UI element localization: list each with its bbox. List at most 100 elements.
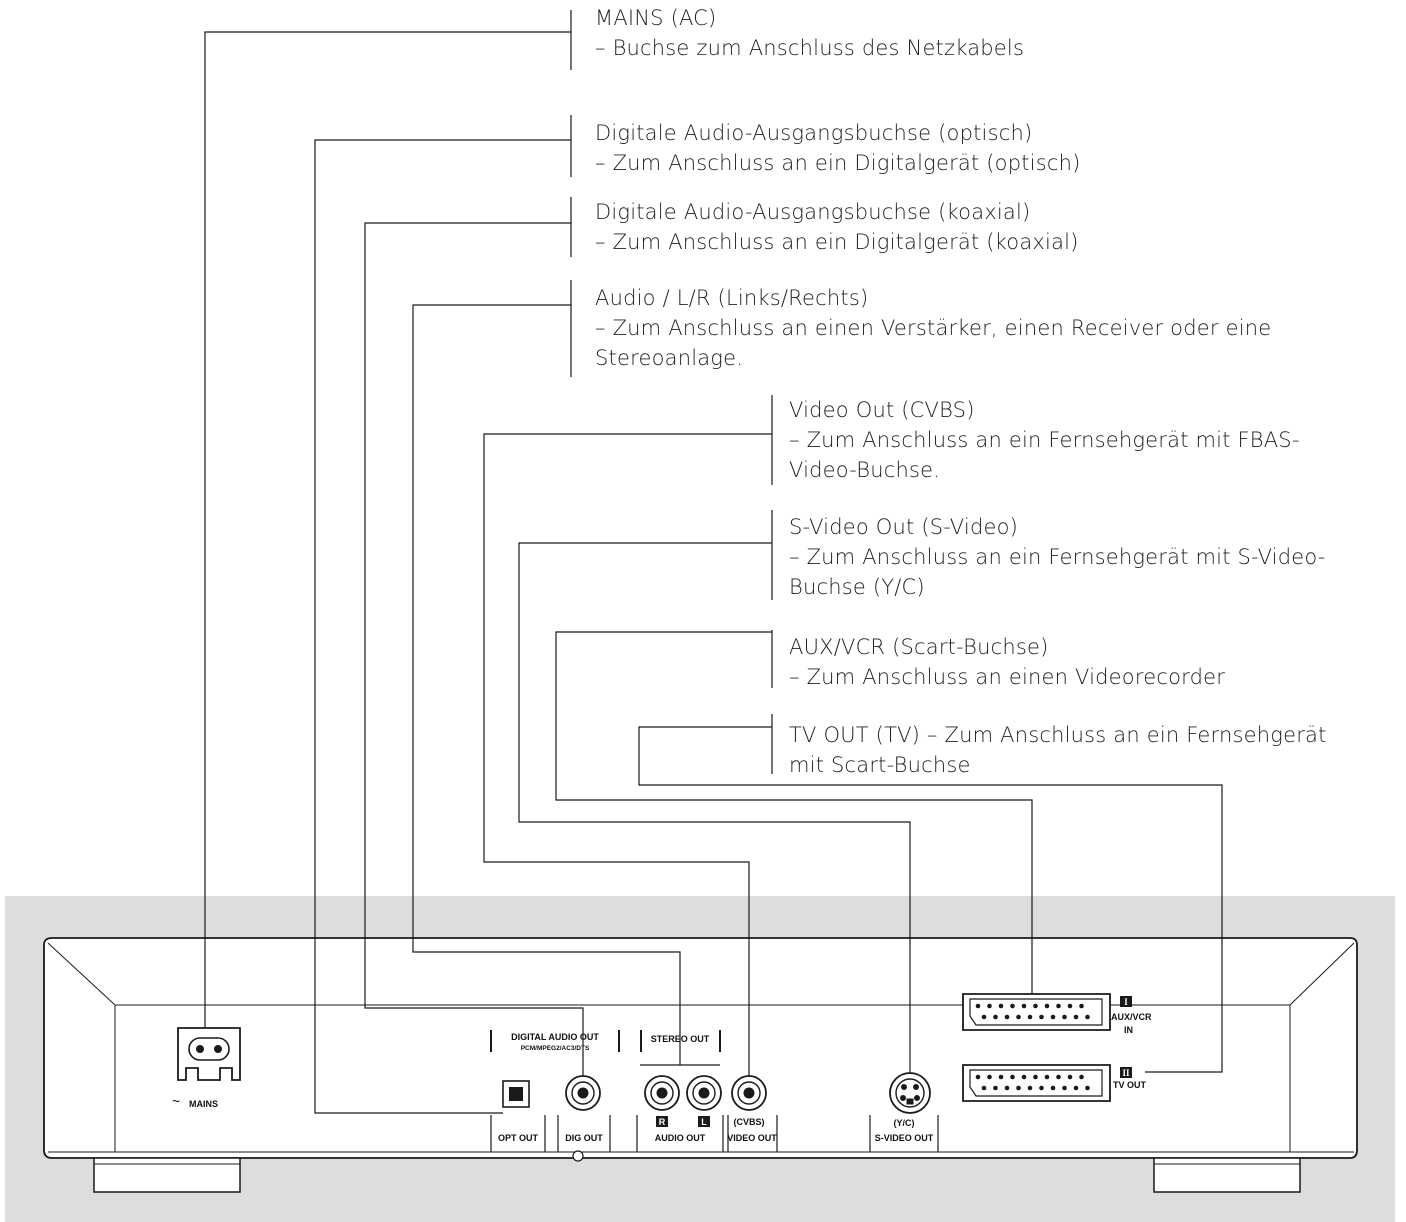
coaxial-out-jack bbox=[565, 1075, 601, 1111]
scart-pin bbox=[1004, 1014, 1010, 1020]
callout-title: MAINS (AC) bbox=[595, 6, 717, 30]
scart-pin bbox=[1039, 1085, 1044, 1091]
scart-pin bbox=[1010, 1074, 1015, 1080]
dig-out-label: DIG OUT bbox=[565, 1133, 603, 1143]
callout-desc: – Zum Anschluss an ein Digitalgerät (opt… bbox=[595, 151, 1081, 175]
device-rear-panel bbox=[43, 937, 1358, 1193]
scart-pin bbox=[1044, 1003, 1050, 1009]
scart-pin bbox=[1021, 1003, 1027, 1009]
leader-lines bbox=[204, 31, 1223, 1114]
mains-label: MAINS bbox=[189, 1099, 218, 1109]
scart-pin bbox=[981, 1014, 987, 1020]
callout-title: Video Out (CVBS) bbox=[789, 398, 975, 422]
callout-bars bbox=[570, 10, 773, 774]
scart2-badge-text: II bbox=[1122, 1068, 1130, 1078]
scart-pin bbox=[1079, 1003, 1084, 1009]
scart-pin bbox=[981, 1085, 987, 1091]
group-separators bbox=[490, 1030, 721, 1052]
r-badge-text: R bbox=[659, 1117, 666, 1127]
callout-title: S-Video Out (S-Video) bbox=[789, 515, 1019, 539]
scart-pin bbox=[1073, 1085, 1079, 1091]
right-foot bbox=[1153, 1157, 1301, 1193]
callout-s-video: S-Video Out (S-Video) – Zum Anschluss an… bbox=[789, 512, 1326, 602]
scart-pin bbox=[1056, 1003, 1061, 1009]
aux-in-label: IN bbox=[1124, 1025, 1133, 1035]
lower-label-separators bbox=[490, 1115, 939, 1152]
scart-pin bbox=[1027, 1085, 1033, 1091]
scart-pin bbox=[1010, 1003, 1015, 1009]
left-foot bbox=[93, 1157, 241, 1193]
callout-tv-out: TV OUT (TV) – Zum Anschluss an ein Ferns… bbox=[789, 720, 1327, 780]
s-video-out-label: S-VIDEO OUT bbox=[875, 1133, 934, 1143]
scart-pin bbox=[1085, 1085, 1090, 1091]
l-badge bbox=[698, 1116, 710, 1127]
scart-pin bbox=[1016, 1085, 1021, 1091]
audio-out-l-jack bbox=[686, 1075, 722, 1111]
scart-pin bbox=[1021, 1074, 1027, 1080]
scart-pin bbox=[1050, 1014, 1056, 1020]
callout-title: Digitale Audio-Ausgangsbuchse (optisch) bbox=[595, 121, 1033, 145]
scart-pin bbox=[1067, 1003, 1073, 1009]
scart-pin bbox=[1039, 1014, 1044, 1020]
opt-out-label: OPT OUT bbox=[498, 1133, 539, 1143]
ground-screw-icon bbox=[572, 1150, 584, 1162]
digital-audio-formats-label: PCM/MPEG2/AC3/DTS bbox=[521, 1045, 590, 1052]
l-badge-text: L bbox=[701, 1117, 707, 1127]
scart1-badge-text: I bbox=[1124, 997, 1128, 1007]
scart-pin bbox=[1027, 1014, 1033, 1020]
mains-symbol: ~ bbox=[172, 1093, 180, 1109]
callout-title: Audio / L/R (Links/Rechts) bbox=[595, 286, 869, 310]
tv-out-label: TV OUT bbox=[1113, 1080, 1147, 1090]
callout-desc: – Zum Anschluss an einen Videorecorder bbox=[789, 665, 1226, 689]
callout-optical: Digitale Audio-Ausgangsbuchse (optisch) … bbox=[595, 118, 1081, 178]
scart-pin bbox=[993, 1085, 998, 1091]
scart-pin bbox=[993, 1014, 998, 1020]
optical-out-jack bbox=[502, 1080, 530, 1108]
scart-aux-vcr-socket bbox=[962, 993, 1111, 1031]
scart-pin bbox=[1033, 1074, 1038, 1080]
callout-mains: MAINS (AC) – Buchse zum Anschluss des Ne… bbox=[595, 3, 1024, 63]
scart-pin bbox=[975, 1003, 981, 1009]
scart-pin bbox=[1056, 1074, 1061, 1080]
callout-desc: mit Scart-Buchse bbox=[789, 753, 971, 777]
cvbs-label: (CVBS) bbox=[734, 1117, 765, 1127]
callout-audio-lr: Audio / L/R (Links/Rechts) – Zum Anschlu… bbox=[595, 283, 1271, 373]
scart-pin bbox=[1085, 1014, 1090, 1020]
callout-desc: – Zum Anschluss an ein Digitalgerät (koa… bbox=[595, 230, 1079, 254]
digital-audio-out-label: DIGITAL AUDIO OUT bbox=[511, 1032, 599, 1042]
scart-pin bbox=[987, 1003, 992, 1009]
callout-video-cvbs: Video Out (CVBS) – Zum Anschluss an ein … bbox=[789, 395, 1300, 485]
scart-tv-out-socket bbox=[962, 1064, 1111, 1102]
scart-pin bbox=[998, 1003, 1004, 1009]
video-out-label: VIDEO OUT bbox=[727, 1133, 777, 1143]
callout-desc: – Zum Anschluss an ein Fernsehgerät mit … bbox=[789, 545, 1326, 599]
scart-pin bbox=[1073, 1014, 1079, 1020]
yc-label: (Y/C) bbox=[894, 1118, 915, 1128]
scart-pin bbox=[1004, 1085, 1010, 1091]
scart-pin bbox=[975, 1074, 981, 1080]
scart-pin bbox=[1079, 1074, 1084, 1080]
callout-title: AUX/VCR (Scart-Buchse) bbox=[789, 635, 1049, 659]
audio-out-label: AUDIO OUT bbox=[655, 1133, 706, 1143]
video-out-cvbs-jack bbox=[731, 1075, 767, 1111]
audio-out-r-jack bbox=[644, 1075, 680, 1111]
scart-pin bbox=[1016, 1014, 1021, 1020]
callout-desc: – Zum Anschluss an einen Verstärker, ein… bbox=[595, 316, 1272, 370]
scart-pin bbox=[987, 1074, 992, 1080]
scart-pin bbox=[1062, 1014, 1067, 1020]
scart-pin bbox=[1044, 1074, 1050, 1080]
scart-pin bbox=[1062, 1085, 1067, 1091]
callout-coaxial: Digitale Audio-Ausgangsbuchse (koaxial) … bbox=[595, 197, 1079, 257]
callout-desc: – Buchse zum Anschluss des Netzkabels bbox=[595, 36, 1025, 60]
scart-pin bbox=[1067, 1074, 1073, 1080]
mains-socket bbox=[177, 1027, 241, 1081]
scart-pin bbox=[998, 1074, 1004, 1080]
s-video-out-jack bbox=[889, 1072, 931, 1114]
scart-pin bbox=[1033, 1003, 1038, 1009]
callout-title: Digitale Audio-Ausgangsbuchse (koaxial) bbox=[595, 200, 1031, 224]
r-badge bbox=[656, 1116, 668, 1127]
scart2-badge bbox=[1120, 1067, 1132, 1078]
aux-vcr-label: AUX/VCR bbox=[1111, 1012, 1152, 1022]
scart1-badge bbox=[1120, 996, 1132, 1007]
